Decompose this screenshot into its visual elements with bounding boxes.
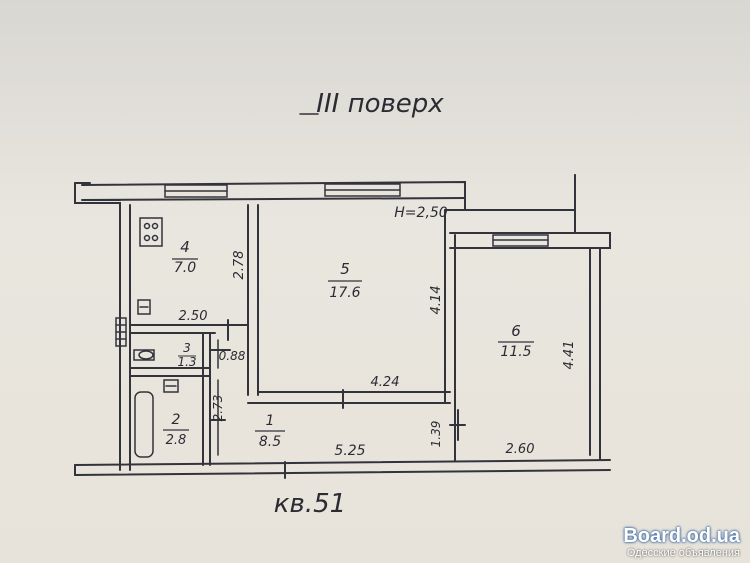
dim-living-width: 4.24 (371, 375, 400, 390)
ceiling-height-label: H=2,50 (394, 205, 448, 221)
basin-icon (163, 379, 179, 393)
windows (164, 183, 549, 247)
room-5-area: 17.6 (329, 285, 360, 301)
dim-wc-height: 0.88 (219, 349, 246, 363)
bathtub-icon (134, 391, 154, 458)
dim-hall-width: 5.25 (334, 443, 365, 459)
room-1-area: 8.5 (259, 434, 281, 450)
watermark-site: Board.od.ua (623, 525, 740, 547)
room-3-number: 3 (183, 341, 191, 355)
room-4-area: 7.0 (174, 260, 196, 276)
inner-walls (129, 204, 479, 479)
floor-title: III поверх (316, 89, 444, 119)
room-1-number: 1 (266, 413, 275, 429)
room-6-area: 11.5 (500, 344, 531, 360)
room-5-number: 5 (340, 260, 350, 278)
dim-kitchen-height: 2.78 (232, 251, 247, 280)
sink-icon (137, 299, 151, 315)
stove-icon (139, 217, 163, 247)
dim-bedroom-width: 2.60 (506, 442, 535, 457)
dim-bath-height: 2.73 (211, 395, 225, 422)
site-watermark: Board.od.ua Одесские объявления (623, 525, 740, 559)
dim-hall-height: 1.39 (429, 421, 443, 448)
room-4-number: 4 (180, 238, 190, 256)
room-6-number: 6 (511, 322, 521, 340)
fixtures (115, 217, 219, 458)
dim-kitchen-width: 2.50 (179, 309, 208, 324)
room-2-number: 2 (172, 412, 181, 428)
toilet-icon (133, 349, 155, 361)
room-3-area: 1.3 (177, 355, 196, 369)
dim-living-height: 4.14 (429, 286, 444, 315)
watermark-subtitle: Одесские объявления (626, 547, 740, 559)
apartment-label: кв.51 (274, 489, 346, 519)
dim-bedroom-height: 4.41 (562, 341, 577, 370)
room-2-area: 2.8 (166, 433, 187, 448)
